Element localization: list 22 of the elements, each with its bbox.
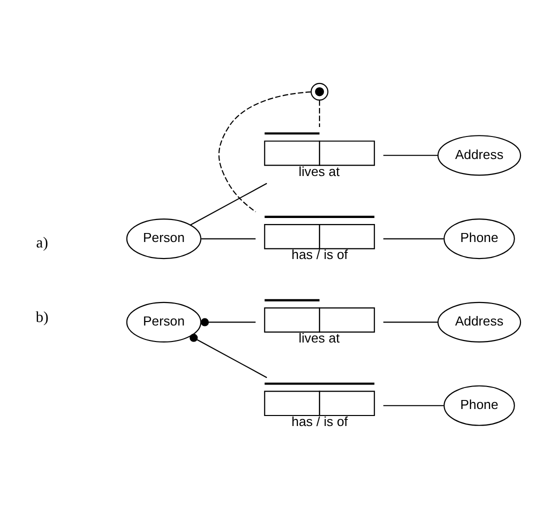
label: b) (36, 308, 49, 326)
node-label: lives at (298, 330, 340, 346)
connector (190, 182, 268, 225)
connector (383, 154, 438, 156)
node-ellipse: Address (437, 301, 522, 342)
node-ellipse: Person (126, 218, 202, 259)
node-circle (310, 82, 328, 100)
node-ellipse: Phone (444, 218, 515, 259)
connector (218, 90, 311, 212)
connector (190, 333, 268, 378)
connector (383, 238, 444, 239)
node-label: has / is of (292, 414, 348, 429)
label: a) (36, 234, 48, 251)
node-ellipse: Phone (444, 384, 515, 426)
node-ellipse: Address (437, 134, 522, 176)
connector (200, 318, 256, 326)
connector (318, 100, 320, 127)
connector (201, 238, 256, 239)
connector (383, 404, 444, 406)
node-label: has / is of (292, 246, 348, 262)
node-label: lives at (298, 163, 340, 178)
connector (383, 321, 438, 322)
